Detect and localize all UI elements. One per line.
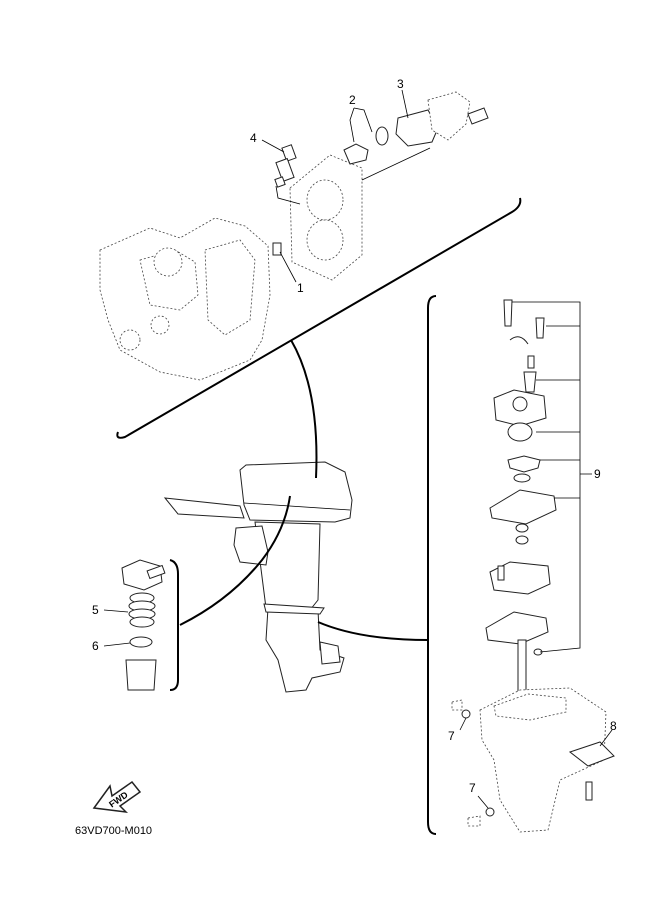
- tiller-handle: [163, 497, 245, 519]
- engine-block-boss-b: [119, 329, 141, 351]
- water-pump-group: 9 7 7 8: [427, 295, 617, 835]
- callout-9: 9: [594, 467, 601, 481]
- assembly-axis: [361, 147, 431, 181]
- callout-7-lower: 7: [469, 781, 476, 795]
- spark-plug-guide: [275, 185, 301, 205]
- motor-cowling: [239, 461, 353, 523]
- part-7-leader-lower: [477, 795, 489, 809]
- part-5-leader: [103, 609, 129, 613]
- pump-seal-1: [515, 523, 529, 533]
- lower-case-top: [493, 693, 567, 721]
- cylinder-bore-upper: [306, 179, 344, 221]
- anode-bolt: [585, 781, 593, 801]
- outboard-motor: [163, 339, 429, 693]
- pump-seal-2: [515, 535, 529, 545]
- fuel-connector-group: 5 6: [92, 559, 179, 691]
- pump-key: [527, 355, 535, 369]
- callout-4: 4: [250, 131, 257, 145]
- pump-outer-plate: [489, 489, 557, 525]
- fuel-filter-housing: [125, 659, 157, 691]
- pump-impeller: [507, 455, 541, 473]
- callout-3: 3: [397, 77, 404, 91]
- diagram-code: 63VD700-M010: [75, 825, 152, 837]
- part-3-leader: [401, 89, 409, 119]
- callout-8: 8: [610, 719, 617, 733]
- callout-2: 2: [349, 93, 356, 107]
- part-1-clip: [272, 242, 282, 256]
- part-2-thermostat: [343, 126, 389, 165]
- thermostat-cover: [427, 91, 471, 141]
- pump-case: [489, 561, 551, 595]
- part-7-washer-upper: [461, 709, 471, 719]
- lower-bolt-lower: [467, 815, 481, 827]
- cover-bolt: [467, 107, 489, 125]
- callout-5: 5: [92, 603, 99, 617]
- pump-clip: [509, 336, 529, 345]
- fuel-joint: [121, 559, 163, 591]
- fuel-joint-nozzle: [146, 564, 166, 580]
- motor-cowling-line: [243, 502, 351, 511]
- part-6-o-ring: [129, 636, 153, 648]
- leader-left: [179, 495, 291, 626]
- fwd-arrow: FWD: [92, 780, 142, 814]
- motor-bracket: [233, 525, 269, 566]
- leader-top: [290, 339, 318, 479]
- part-8-anode: [568, 741, 615, 767]
- part-7-leader-upper: [459, 717, 467, 731]
- pump-case-bolt: [497, 565, 505, 581]
- pump-housing-stem: [523, 371, 537, 393]
- engine-block-detail-b: [204, 239, 256, 336]
- pump-bolt-2: [535, 317, 545, 339]
- pump-housing-port: [512, 396, 528, 412]
- part-2-leader: [349, 107, 373, 143]
- callout-6: 6: [92, 639, 99, 653]
- cylinder-bore-lower: [306, 219, 344, 261]
- pump-impeller-gasket: [513, 473, 531, 483]
- callout-1: 1: [297, 281, 304, 295]
- part-8-leader: [599, 729, 613, 747]
- callout-7-upper: 7: [448, 729, 455, 743]
- part-3-gasket: [395, 109, 439, 147]
- motor-propeller: [319, 641, 341, 665]
- section-bracket-top: [116, 197, 522, 439]
- part-4-leader: [261, 139, 285, 153]
- part-4-spark-plug: [274, 144, 297, 188]
- motor-antiventilation-plate: [263, 603, 325, 615]
- engine-block-boss-c: [150, 315, 170, 335]
- part-5-spring: [128, 592, 156, 628]
- part-9-leader: [512, 301, 592, 653]
- part-6-leader: [103, 642, 131, 647]
- lower-case: [479, 687, 607, 833]
- engine-block-boss-a: [153, 247, 183, 277]
- section-bracket-right: [427, 295, 437, 835]
- lower-bolt-upper: [451, 699, 463, 711]
- pump-lower-plate: [485, 611, 549, 645]
- fwd-arrow-icon: [92, 780, 142, 814]
- pump-insert: [507, 422, 533, 442]
- leader-right: [317, 621, 429, 641]
- powerhead-group: 1 2 3 4: [99, 77, 522, 439]
- pump-bolt-1: [503, 299, 513, 327]
- motor-midsection: [254, 521, 321, 611]
- section-bracket-left: [169, 559, 179, 691]
- motor-lower-unit: [265, 607, 345, 693]
- part-1-leader: [279, 251, 297, 283]
- part-7-washer-lower: [485, 807, 495, 817]
